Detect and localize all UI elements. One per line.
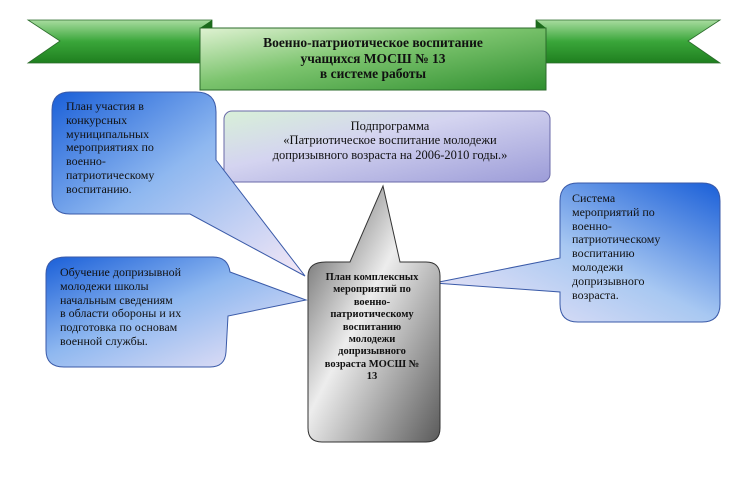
callout-center-text: План комплексных мероприятий по военно- … <box>316 272 428 383</box>
callout-line: мероприятий по <box>572 204 655 219</box>
title-line: Военно-патриотическое воспитание <box>263 35 483 50</box>
callout-right-shape <box>433 182 721 323</box>
title-line: в системе работы <box>319 66 427 82</box>
callout-line: Обучение допризывной <box>60 265 182 279</box>
callout-left-top-text: План участия в конкурсных муниципальных … <box>66 99 216 197</box>
callout-line: возраста. <box>572 287 619 302</box>
callout-line: План комплексных <box>325 272 419 283</box>
callout-line: воспитанию <box>342 321 402 333</box>
subprogram-line: «Патриотическое воспитание молодежи <box>283 133 497 148</box>
banner-fold-right <box>536 20 546 28</box>
callout-center-shape <box>307 184 441 443</box>
callout-line: военно- <box>353 296 391 308</box>
title-line: учащихся МОСШ № 13 <box>300 50 446 66</box>
callout-right-text: Система мероприятий по военно- патриотич… <box>572 191 710 302</box>
callout-line: патриотическому <box>572 232 661 247</box>
callout-line: молодежи школы <box>60 278 149 293</box>
subprogram-text: Подпрограмма «Патриотическое воспитание … <box>234 119 546 162</box>
callout-line: 13 <box>366 371 378 382</box>
callout-line: начальным сведениям <box>60 292 173 307</box>
callout-line: мероприятий по <box>333 284 411 296</box>
callout-left-top-shape <box>51 91 306 277</box>
callout-line: воспитанию. <box>66 181 132 196</box>
callout-line: патриотическому <box>66 167 155 182</box>
callout-line: муниципальных <box>66 126 150 141</box>
callout-line: допризывного <box>338 346 406 358</box>
title-banner <box>199 27 547 91</box>
ribbon-left-tail <box>26 19 213 64</box>
callout-line: в области обороны и их <box>60 306 182 321</box>
callout-line: Система <box>572 191 616 205</box>
callout-left-bottom-text: Обучение допризывной молодежи школы нача… <box>60 265 225 349</box>
subprogram-box <box>223 110 551 183</box>
subprogram-line: допризывного возраста на 2006-2010 годы.… <box>272 147 508 162</box>
callout-line: военно- <box>572 218 612 233</box>
callout-line: конкурсных <box>66 112 128 127</box>
banner-fold-left <box>200 20 212 28</box>
callout-line: допризывного <box>572 273 645 288</box>
callout-line: воспитанию <box>572 246 635 261</box>
callout-line: военной службы. <box>60 333 148 348</box>
ribbon-right-tail <box>535 19 722 64</box>
callout-line: возраста МОСШ № <box>324 358 420 370</box>
callout-line: молодежи <box>348 333 396 345</box>
callout-line: молодежи <box>572 259 624 274</box>
callout-line: План участия в <box>66 99 144 113</box>
callout-line: патриотическому <box>330 309 414 321</box>
callout-line: мероприятиях по <box>66 140 154 155</box>
subprogram-line: Подпрограмма <box>350 119 430 133</box>
diagram-title: Военно-патриотическое воспитание учащихс… <box>210 35 536 82</box>
callout-line: подготовка по основам <box>60 320 178 335</box>
callout-left-bottom-shape <box>45 256 308 368</box>
callout-line: военно- <box>66 154 106 169</box>
